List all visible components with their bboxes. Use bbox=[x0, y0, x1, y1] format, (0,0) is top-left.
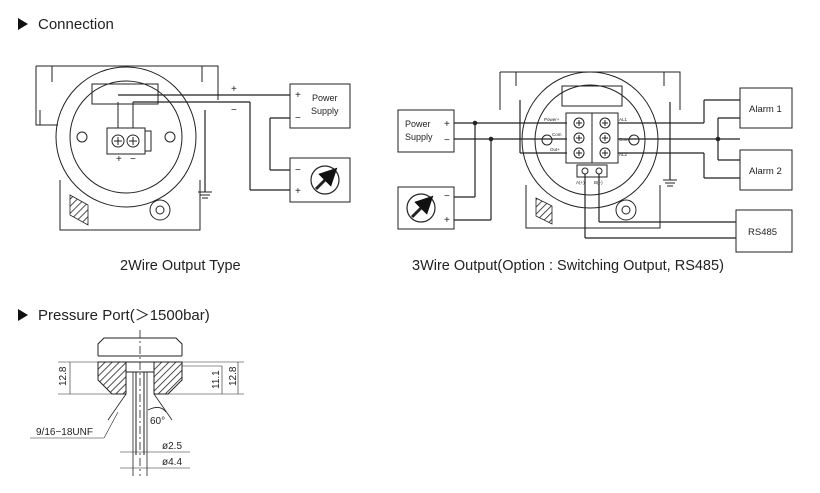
port-body-left bbox=[97, 361, 127, 395]
transmitter-housing-3wire bbox=[499, 71, 681, 229]
ps-minus-label-3wire: − bbox=[444, 135, 450, 146]
ground-icon bbox=[198, 110, 212, 199]
meter-box-2wire bbox=[289, 157, 351, 203]
dim-right-inner-label: 11.1 bbox=[211, 370, 222, 389]
dim-right-outer-label: 12.8 bbox=[228, 366, 239, 386]
wire-plus-label: + bbox=[231, 84, 237, 95]
power-supply-box-2wire bbox=[289, 83, 351, 129]
power-supply-label-line2-2wire: Supply bbox=[311, 106, 339, 116]
power-supply-label-line1-3wire: Power bbox=[405, 119, 431, 129]
terminal-label-com-left: Com bbox=[552, 132, 562, 137]
terminal-label-com-right: Com bbox=[619, 137, 629, 142]
terminal-label-out-plus: Out+ bbox=[550, 147, 560, 152]
terminal-label-power-plus: Power+ bbox=[544, 117, 560, 122]
alarm1-label: Alarm 1 bbox=[749, 104, 782, 115]
three-wire-diagram bbox=[397, 71, 793, 253]
meter-plus-label-2wire: + bbox=[295, 186, 301, 197]
port-body-right bbox=[153, 361, 183, 395]
thread-label: 9/16−18UNF bbox=[36, 427, 93, 438]
terminal-label-al1: AL1 bbox=[619, 117, 628, 122]
section-title-connection: Connection bbox=[18, 16, 114, 33]
pressure-port-drawing bbox=[30, 330, 244, 476]
terminal-label-al2: AL2 bbox=[619, 152, 628, 157]
diameter-2-5-label: ø2.5 bbox=[162, 441, 182, 452]
power-supply-label-line2-3wire: Supply bbox=[405, 132, 433, 142]
ground-icon-3wire bbox=[663, 102, 677, 187]
terminal-block-2wire bbox=[106, 94, 210, 155]
alarm2-label: Alarm 2 bbox=[749, 166, 782, 177]
caption-3wire: 3Wire Output(Option : Switching Output, … bbox=[412, 258, 724, 274]
meter-plus-label-3wire: + bbox=[444, 215, 450, 226]
power-supply-label-line1-2wire: Power bbox=[312, 93, 338, 103]
rs485-label: RS485 bbox=[748, 227, 777, 238]
alarm1-box bbox=[739, 87, 793, 129]
section-title-connection-text: Connection bbox=[38, 16, 114, 33]
meter-box-3wire bbox=[397, 186, 455, 230]
terminal-label-b-minus: B(−) bbox=[594, 180, 603, 185]
terminal-label-a-plus: A(+) bbox=[576, 180, 585, 185]
alarm2-box bbox=[739, 149, 793, 191]
terminal-screws-3wire bbox=[573, 117, 611, 159]
caption-2wire: 2Wire Output Type bbox=[120, 258, 241, 274]
two-wire-diagram: + − bbox=[35, 65, 351, 231]
transmitter-housing-2wire bbox=[35, 65, 219, 231]
gauge-meter-icon-3wire bbox=[406, 193, 436, 223]
diameter-4-4-label: ø4.4 bbox=[162, 457, 182, 468]
gauge-meter-icon bbox=[310, 165, 340, 195]
terminal-minus-label: − bbox=[130, 154, 136, 165]
angle-label: 60° bbox=[150, 416, 165, 427]
ps-plus-label-2wire: + bbox=[295, 90, 301, 101]
wire-minus-label: − bbox=[231, 105, 237, 116]
meter-minus-label-2wire: − bbox=[295, 165, 301, 176]
dim-left-label: 12.8 bbox=[58, 366, 69, 386]
triangle-bullet-icon bbox=[18, 18, 28, 30]
triangle-bullet-icon bbox=[18, 309, 28, 321]
section-title-pressure-port-text: Pressure Port(＞1500bar) bbox=[38, 307, 210, 324]
rs485-box bbox=[735, 209, 793, 253]
power-supply-box-3wire bbox=[397, 109, 455, 153]
ps-minus-label-2wire: − bbox=[295, 113, 301, 124]
terminal-plus-label: + bbox=[116, 154, 122, 165]
ps-plus-label-3wire: + bbox=[444, 119, 450, 130]
section-title-pressure-port: Pressure Port(＞1500bar) bbox=[18, 304, 210, 325]
meter-minus-label-3wire: − bbox=[444, 191, 450, 202]
